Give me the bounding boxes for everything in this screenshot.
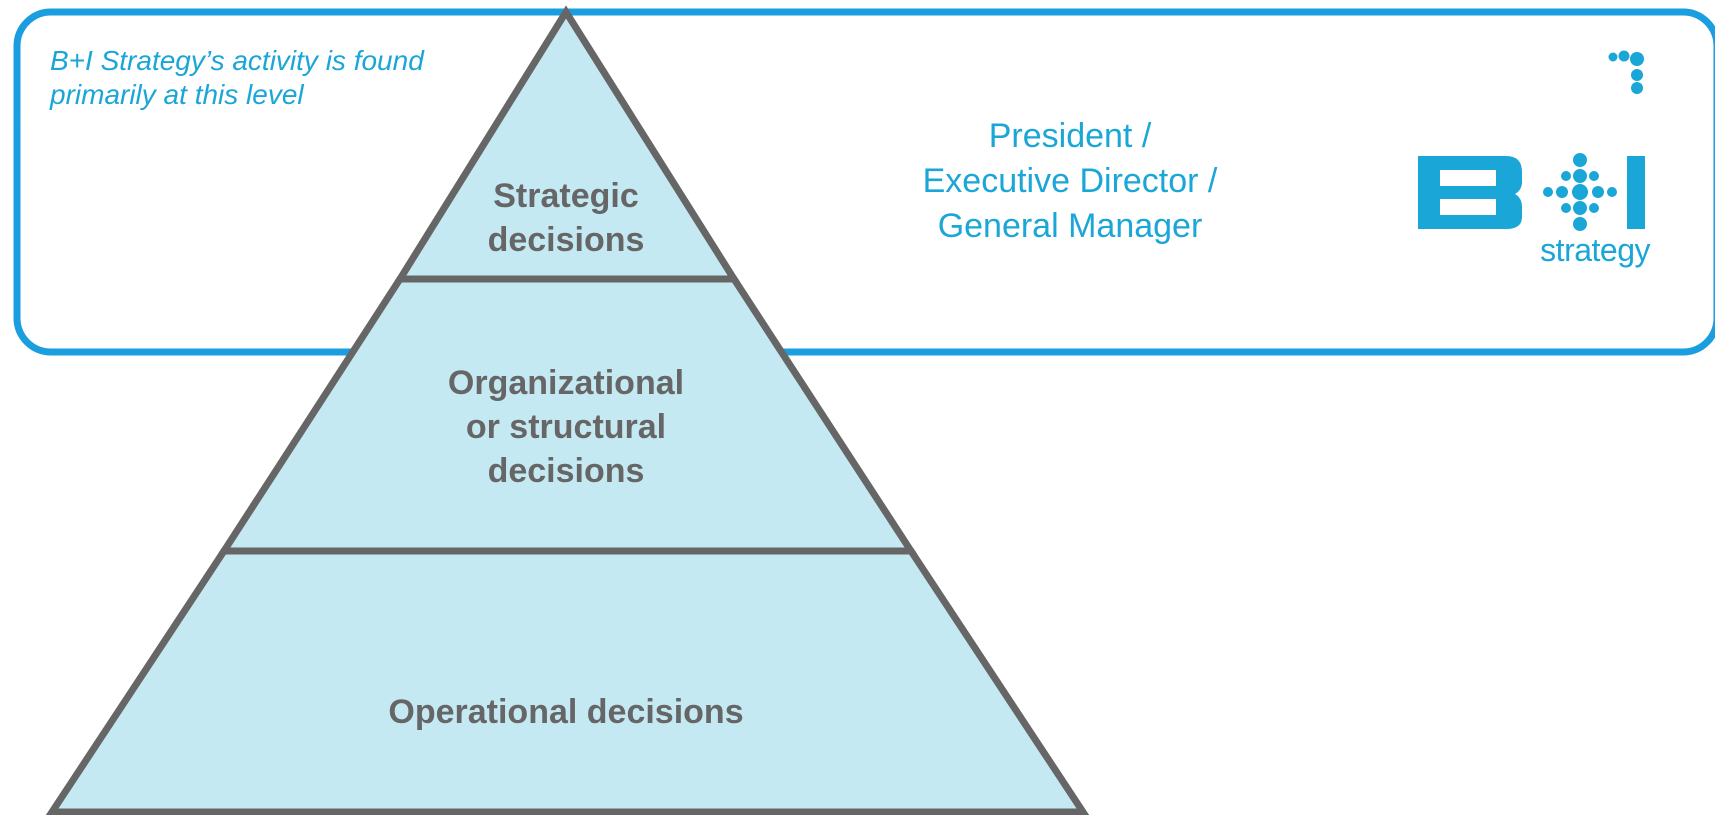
- bi-strategy-logo: [1418, 50, 1645, 231]
- pyramid-tier-operational: [45, 547, 1090, 815]
- tier-label-line: Strategic: [493, 177, 639, 215]
- tier-label-line: Organizational: [447, 364, 685, 402]
- logo-letter-b: [1418, 156, 1522, 229]
- tier-label-strategic: Strategic decisions: [436, 174, 696, 262]
- role-label: President / Executive Director / General…: [880, 114, 1260, 249]
- role-line: President /: [988, 117, 1152, 155]
- tier-label-line: decisions: [487, 452, 645, 490]
- note-line: B+I Strategy’s activity is found: [50, 45, 424, 76]
- note-line: primarily at this level: [50, 79, 304, 110]
- logo-letter-i: [1627, 156, 1645, 229]
- tier-label-line: Operational decisions: [388, 693, 744, 731]
- logo-wordmark: strategy: [1540, 232, 1650, 268]
- tier-label-line: or structural: [465, 408, 667, 446]
- tier-label-operational: Operational decisions: [346, 690, 786, 734]
- tier-label-organizational: Organizational or structural decisions: [416, 361, 716, 493]
- strategic-level-highlight-box: [13, 8, 1715, 356]
- logo-corner-mark: [1608, 50, 1644, 94]
- logo-plus-dots: [1543, 153, 1617, 231]
- pyramid-tier-strategic: [393, 5, 741, 283]
- consultancy-level-note: B+I Strategy’s activity is found primari…: [50, 44, 510, 112]
- role-line: Executive Director /: [922, 162, 1218, 200]
- tier-label-line: decisions: [487, 221, 645, 259]
- role-line: General Manager: [937, 207, 1203, 245]
